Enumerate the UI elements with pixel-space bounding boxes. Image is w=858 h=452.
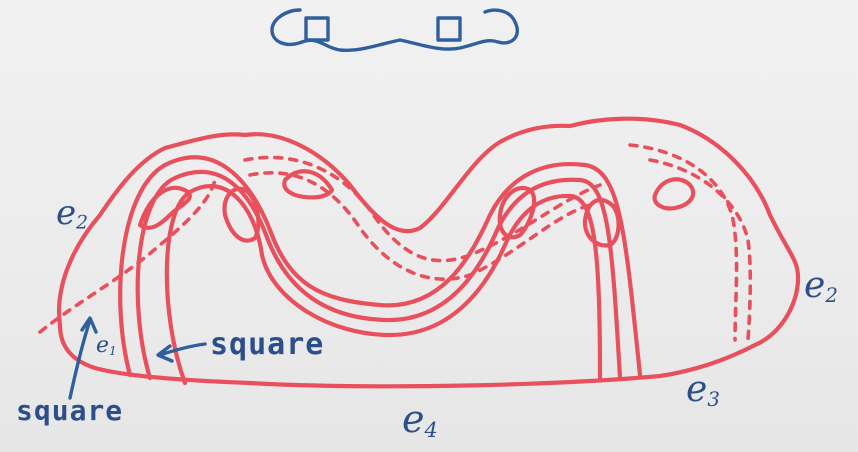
label-e1: e1 — [96, 335, 117, 357]
hidden-curve-4 — [630, 145, 737, 340]
arrow-square-outer — [70, 320, 90, 398]
label-e2-left: e2 — [56, 196, 88, 233]
label-e4: e4 — [402, 400, 438, 441]
thumbnail-square-right — [438, 18, 460, 40]
hole-2 — [225, 189, 259, 241]
hole-6 — [655, 179, 694, 208]
label-e3: e3 — [686, 372, 720, 410]
thumbnail-square-left — [306, 18, 328, 40]
hole-3 — [284, 171, 332, 197]
annotation-square-outer: square — [16, 397, 123, 425]
thumbnail-outline — [272, 10, 517, 50]
annotation-square-inner: square — [210, 330, 324, 360]
label-e2-right: e2 — [804, 268, 838, 306]
thumbnail-sketch — [272, 10, 517, 50]
